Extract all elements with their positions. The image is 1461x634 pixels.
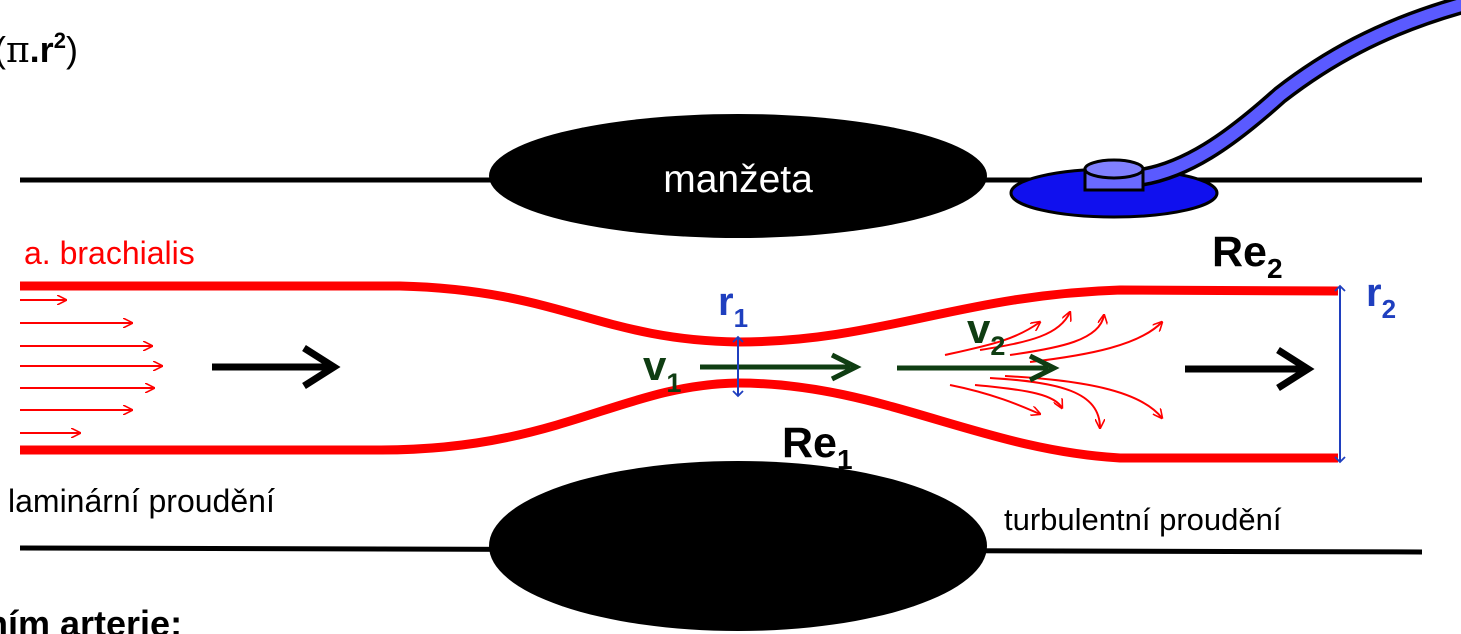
v1-label: v1 [643, 342, 681, 398]
turbulent-arrow [989, 377, 1100, 428]
cuff-label: manžeta [663, 158, 813, 201]
turbulent-arrow [949, 384, 1040, 414]
artery-label: a. brachialis [24, 235, 195, 271]
turbulent-arrow [979, 312, 1070, 351]
laminar-flow-arrows [20, 300, 162, 433]
v2-label: v2 [967, 305, 1005, 361]
turbulent-arrow [944, 322, 1040, 356]
stethoscope-cylinder-top [1083, 158, 1145, 180]
r2-label: r2 [1366, 271, 1396, 324]
stethoscope-tube-outline [1126, 0, 1461, 188]
flow-direction-arrow-left-head [302, 345, 341, 389]
bottom-text: ním arterie: [0, 603, 182, 634]
cuff-bottom [489, 461, 987, 631]
stethoscope-tube [1130, 0, 1461, 184]
turbulent-arrow [974, 384, 1062, 408]
cuff-top [489, 114, 987, 238]
re1-label: Re1 [782, 419, 853, 475]
flow-direction-arrow-right-head [1276, 347, 1315, 391]
artery-wall-top [20, 281, 1339, 347]
formula-fragment: (π.r2) [0, 28, 78, 71]
turbulent-arrow [1009, 315, 1104, 356]
re2-label: Re2 [1212, 228, 1283, 284]
r1-label: r1 [718, 280, 748, 333]
velocity-arrow-v1-head [830, 352, 862, 382]
turbulent-label: turbulentní proudění [1004, 502, 1282, 537]
laminar-label: laminární proudění [8, 483, 275, 519]
velocity-arrow-v2-head [1028, 353, 1060, 383]
turbulent-arrow [1029, 322, 1162, 363]
